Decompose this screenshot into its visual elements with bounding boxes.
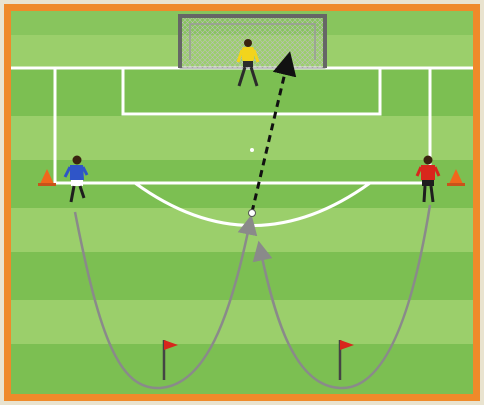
- six-yard-box: [121, 68, 382, 116]
- shot-path: [250, 51, 297, 213]
- flag-left: [162, 340, 178, 380]
- penalty-spot: [250, 148, 254, 152]
- penalty-box: [53, 68, 432, 185]
- player-red: [415, 155, 441, 203]
- run-path-right: [252, 204, 432, 390]
- flag-right: [338, 340, 354, 380]
- cone-right: [447, 169, 465, 186]
- run-path-left: [73, 211, 258, 390]
- ball: [248, 209, 256, 217]
- goalkeeper-player: [236, 39, 260, 87]
- run-paths: [73, 204, 432, 390]
- cone-left: [38, 169, 56, 186]
- player-blue: [63, 155, 89, 203]
